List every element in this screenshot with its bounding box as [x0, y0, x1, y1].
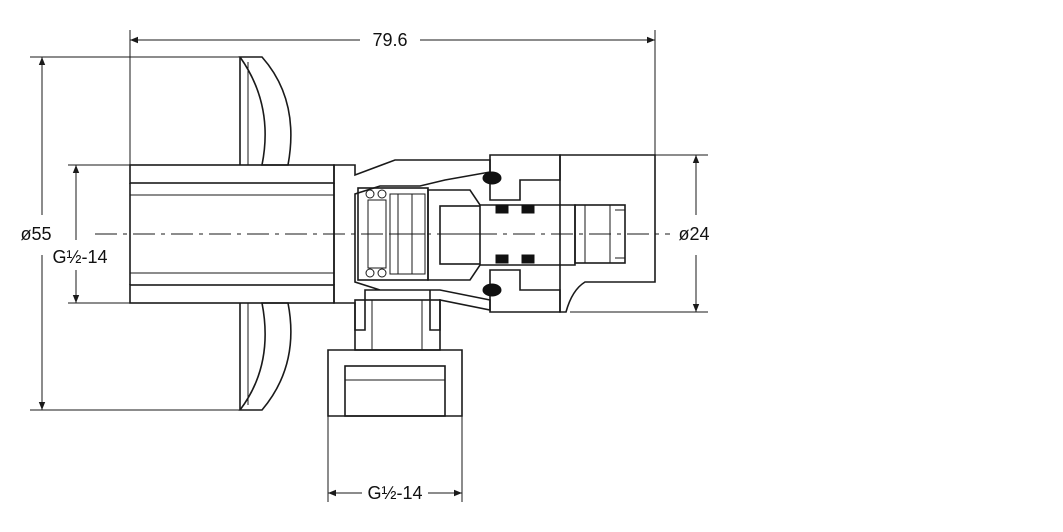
- outlet-nut: [327, 349, 463, 417]
- dimension-inlet-thread: G½-14: [52, 164, 130, 304]
- flange-diameter-label: ø55: [20, 224, 51, 244]
- dimension-outlet-thread: G½-14: [327, 416, 463, 503]
- seals: [365, 171, 535, 297]
- handle-knob: [559, 154, 656, 313]
- handle-diameter-label: ø24: [678, 224, 709, 244]
- dimension-overall-length: 79.6: [129, 30, 656, 165]
- overall-length-label: 79.6: [372, 30, 407, 50]
- dimension-handle-diameter: ø24: [570, 154, 710, 313]
- outlet-thread-label: G½-14: [367, 483, 422, 503]
- dimension-flange-diameter: ø55: [20, 56, 240, 411]
- inlet-thread-label: G½-14: [52, 247, 107, 267]
